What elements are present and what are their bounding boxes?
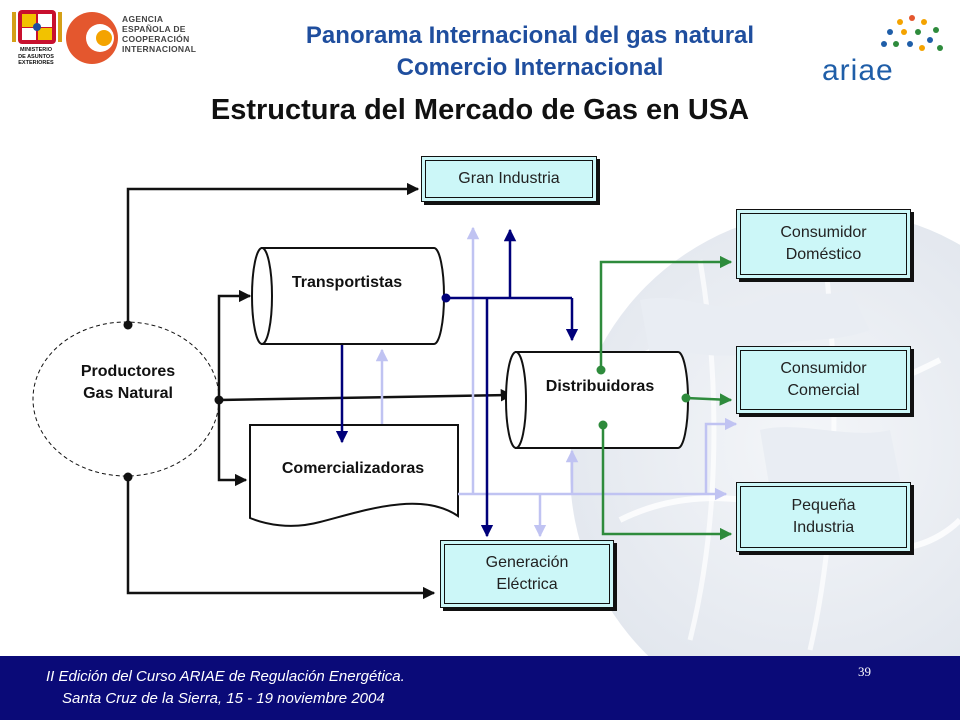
header-title-line2: Comercio Internacional xyxy=(396,54,664,81)
page-number: 39 xyxy=(858,664,871,679)
producers-label: Productores Gas Natural xyxy=(80,363,176,402)
header-title-line1: Panorama Internacional del gas natural xyxy=(305,22,755,49)
distribuidoras-label: Distribuidoras xyxy=(545,378,655,395)
page-title: Estructura del Mercado de Gas en USA xyxy=(210,94,750,126)
pequena-industria-box: Pequeña Industria xyxy=(736,482,911,552)
transportistas-flows xyxy=(335,228,579,538)
distribuidoras-cylinder xyxy=(505,351,689,449)
gran-industria-box: Gran Industria xyxy=(421,156,597,202)
transportistas-label: Transportistas xyxy=(291,274,403,291)
globe-watermark-icon xyxy=(570,210,960,720)
ministry-text: MINISTERIO DE ASUNTOS EXTERIORES xyxy=(18,47,54,66)
comercializadoras-label: Comercializadoras xyxy=(281,460,425,477)
consumidor-domestico-box: Consumidor Doméstico xyxy=(736,209,911,279)
ariae-wordmark: ariae xyxy=(822,54,894,87)
consumidor-domestico-label: Consumidor Doméstico xyxy=(780,224,867,263)
spanish-coat-of-arms-icon xyxy=(12,10,62,44)
generacion-electrica-box: Generación Eléctrica xyxy=(440,540,614,608)
junction-dots xyxy=(123,320,224,482)
distribuidoras-flows xyxy=(599,255,733,541)
comercializadoras-flows xyxy=(375,226,738,538)
footer-location-line: Santa Cruz de la Sierra, 15 - 19 noviemb… xyxy=(62,690,385,707)
transportistas-cylinder xyxy=(251,247,445,345)
comercializadoras-shape xyxy=(249,424,459,527)
gran-industria-label: Gran Industria xyxy=(458,170,560,187)
consumidor-comercial-label: Consumidor Comercial xyxy=(780,360,867,399)
consumidor-comercial-box: Consumidor Comercial xyxy=(736,346,911,414)
aeci-logo-icon xyxy=(66,12,118,64)
footer-bar xyxy=(0,656,960,720)
producer-flows xyxy=(126,182,514,600)
agency-text: AGENCIA ESPAÑOLA DE COOPERACIÓN INTERNAC… xyxy=(122,14,197,54)
ariae-logo-icon xyxy=(881,15,943,51)
transportistas-junction-dot xyxy=(441,293,451,303)
pequena-industria-label: Pequeña Industria xyxy=(791,497,856,536)
footer-course-line: II Edición del Curso ARIAE de Regulación… xyxy=(46,668,405,685)
generacion-electrica-label: Generación Eléctrica xyxy=(485,554,569,593)
distribuidoras-junction-dots xyxy=(596,365,691,430)
